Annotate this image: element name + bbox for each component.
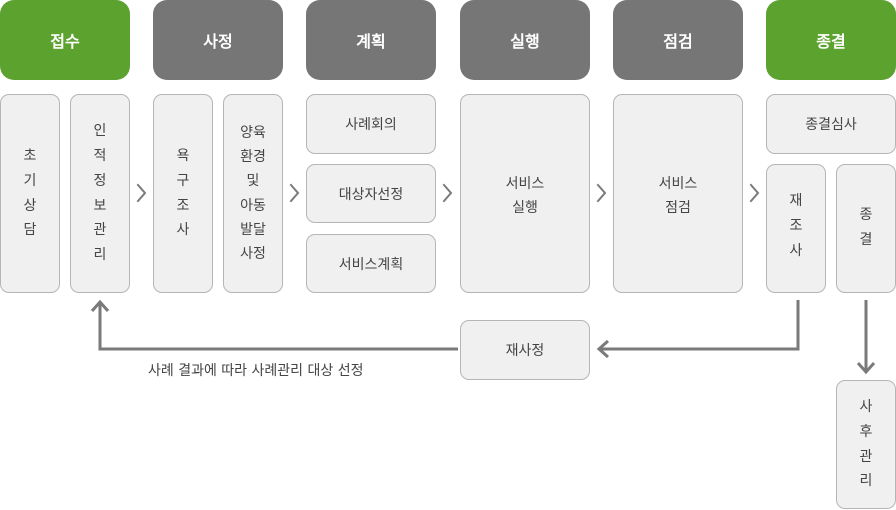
box-target-selection-label: 대상자선정 <box>338 186 404 203</box>
box-target-selection: 대상자선정 <box>306 164 436 223</box>
stage-header-planning: 계획 <box>306 0 436 80</box>
vertical-char: 리 <box>859 473 873 490</box>
box-case-meeting: 사례회의 <box>306 94 436 154</box>
vertical-char: 결 <box>859 231 873 248</box>
vertical-char: 기 <box>23 172 37 189</box>
stage-header-monitoring: 점검 <box>613 0 743 80</box>
vertical-char: 상 <box>23 197 37 214</box>
box-service-plan: 서비스계획 <box>306 234 436 293</box>
vertical-char: 적 <box>93 147 107 164</box>
vertical-char: 욕 <box>176 147 190 164</box>
stage-header-closure: 종결 <box>766 0 896 80</box>
vertical-char: 종 <box>859 207 873 223</box>
box-closure-review: 종결심사 <box>766 94 896 154</box>
vertical-char: 조 <box>176 197 190 214</box>
vertical-char: 관 <box>93 222 107 239</box>
box-environment-assessment-label: 양육 환경 및 아동 발달 사정 <box>240 125 266 262</box>
chevron-right-icon <box>749 183 760 203</box>
vertical-char: 초 <box>23 147 37 164</box>
box-closure-review-label: 종결심사 <box>805 117 857 133</box>
vertical-char: 후 <box>859 423 873 440</box>
chevron-right-icon <box>596 183 607 203</box>
vertical-char: 담 <box>23 222 37 239</box>
box-service-monitoring-label: 서비스 점검 <box>658 176 698 216</box>
vertical-char: 사 <box>859 398 873 415</box>
box-service-monitoring: 서비스 점검 <box>613 94 743 293</box>
vertical-char: 사 <box>789 242 803 259</box>
vertical-char: 관 <box>859 448 873 465</box>
box-reassessment: 재사정 <box>460 320 590 380</box>
arrow-down-icon <box>856 362 876 375</box>
vertical-char: 사 <box>176 222 190 239</box>
vertical-char: 보 <box>93 197 107 214</box>
vertical-char: 정 <box>93 172 107 189</box>
arrow-left-icon <box>596 339 609 359</box>
vertical-char: 구 <box>176 172 190 189</box>
vertical-char: 재 <box>789 193 803 209</box>
box-service-plan-label: 서비스계획 <box>338 256 404 273</box>
connector-reinvestigation-to-reassessment <box>600 300 800 351</box>
chevron-right-icon <box>442 183 453 203</box>
vertical-char: 조 <box>789 217 803 234</box>
connector-reassessment-to-intake <box>98 304 458 351</box>
chevron-right-icon <box>289 183 300 203</box>
vertical-char: 인 <box>93 122 107 139</box>
box-environment-assessment: 양육 환경 및 아동 발달 사정 <box>223 94 283 293</box>
stage-header-execution: 실행 <box>460 0 590 80</box>
chevron-right-icon <box>136 183 147 203</box>
feedback-note: 사례 결과에 따라 사례관리 대상 선정 <box>148 363 364 379</box>
box-case-meeting-label: 사례회의 <box>345 117 397 133</box>
box-reassessment-label: 재사정 <box>505 343 545 359</box>
vertical-char: 리 <box>93 247 107 264</box>
box-service-execution-label: 서비스 실행 <box>505 176 545 216</box>
box-service-execution: 서비스 실행 <box>460 94 590 293</box>
arrow-up-icon <box>90 299 110 312</box>
stage-header-intake: 접수 <box>0 0 130 80</box>
stage-header-assessment: 사정 <box>153 0 283 80</box>
